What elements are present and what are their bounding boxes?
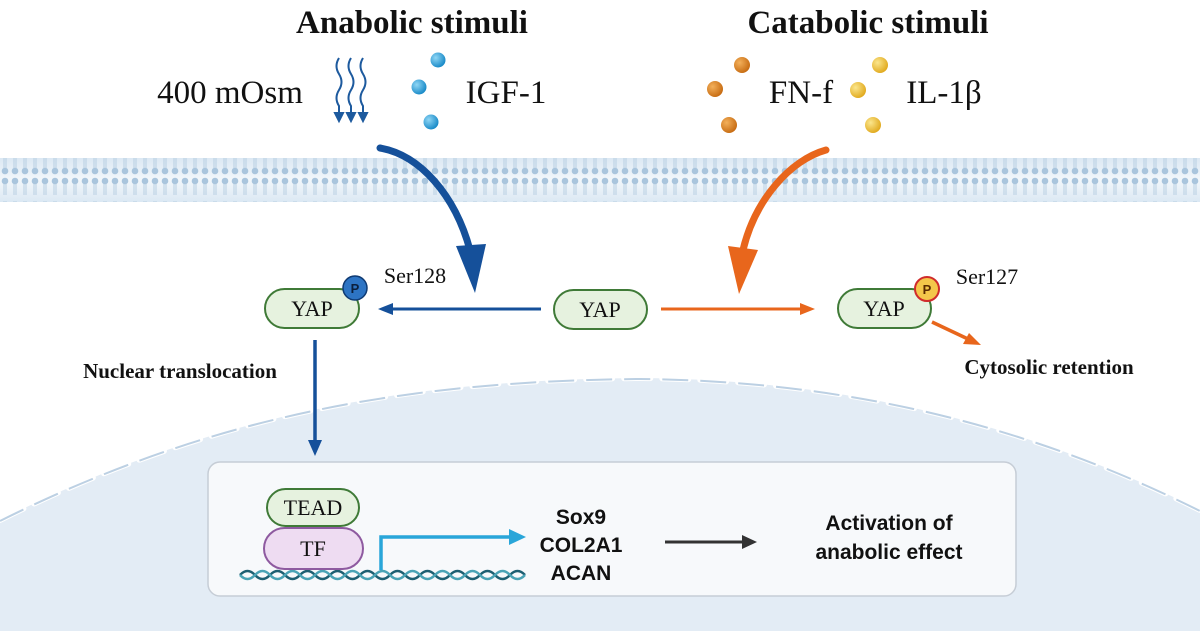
ser128-label: Ser128 <box>384 263 446 288</box>
transcription-start-arrow <box>379 529 526 570</box>
phospho-yellow-icon <box>914 276 940 302</box>
dephosphorylation-arrow <box>378 303 541 315</box>
gene-sox9: Sox9 <box>556 506 606 529</box>
tf-label: TF <box>300 536 326 561</box>
catabolic-title: Catabolic stimuli <box>747 5 988 41</box>
dna-helix-icon <box>239 569 526 581</box>
ser127-label: Ser127 <box>956 264 1018 289</box>
effect-line-1: Activation of <box>825 512 953 535</box>
target-genes: Sox9 COL2A1 ACAN <box>540 506 623 585</box>
wave-arrows-icon <box>333 57 369 124</box>
gene-acan: ACAN <box>551 562 612 585</box>
tead-protein: TEAD <box>266 488 360 527</box>
igf1-label: IGF-1 <box>466 75 547 111</box>
yap-phosphorylated-ser127: YAP P Ser127 <box>837 264 1018 329</box>
cytosolic-retention-label: Cytosolic retention <box>964 355 1134 379</box>
yap-unphosphorylated: YAP <box>553 289 648 330</box>
anabolic-signal-arrow <box>376 144 486 293</box>
transcription-box <box>207 461 1017 597</box>
fnf-molecules-icon <box>707 57 750 133</box>
phospho-left-symbol: P <box>351 281 360 296</box>
il1b-molecules-icon <box>850 57 888 133</box>
nuclear-translocation-label: Nuclear translocation <box>83 359 277 383</box>
yap-right-label: YAP <box>863 296 905 321</box>
gene-col2a1: COL2A1 <box>540 534 623 557</box>
cell-membrane <box>0 158 1200 202</box>
effect-arrow <box>665 535 757 549</box>
cytosolic-retention-arrow <box>931 320 981 345</box>
fnf-label: FN-f <box>769 75 833 111</box>
igf1-molecules-icon <box>411 52 446 130</box>
nuclear-translocation-arrow <box>308 340 322 456</box>
tead-label: TEAD <box>284 495 343 520</box>
yap-center-label: YAP <box>579 297 621 322</box>
phospho-blue-icon <box>342 275 368 301</box>
yap-left-label: YAP <box>291 296 333 321</box>
osmolarity-label: 400 mOsm <box>157 75 303 111</box>
effect-line-2: anabolic effect <box>815 541 962 564</box>
phospho-right-symbol: P <box>923 282 932 297</box>
catabolic-signal-arrow <box>728 146 830 294</box>
tf-protein: TF <box>263 527 364 570</box>
phosphorylation-arrow <box>661 303 815 315</box>
il1b-label: IL-1β <box>906 75 981 111</box>
anabolic-title: Anabolic stimuli <box>296 5 528 41</box>
yap-phosphorylated-ser128: YAP P Ser128 <box>264 263 446 329</box>
